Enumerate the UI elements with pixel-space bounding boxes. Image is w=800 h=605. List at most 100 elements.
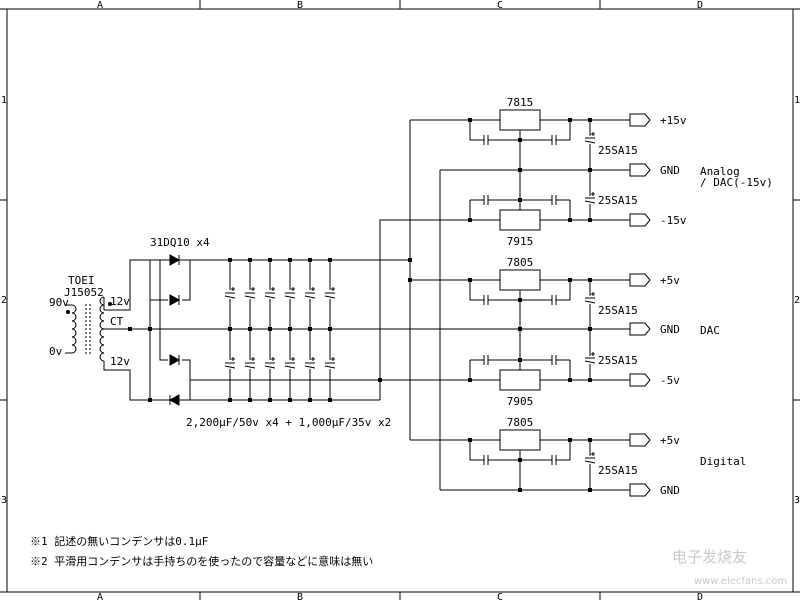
input-cap-7805-digital bbox=[478, 455, 494, 465]
regulator-label-7805-dac: 7805 bbox=[507, 256, 534, 269]
frame-col-d-top: D bbox=[697, 0, 703, 11]
regulator-7815 bbox=[499, 109, 541, 131]
output-electrolytic-cap-4 bbox=[584, 352, 596, 364]
output-connector-2 bbox=[629, 163, 651, 177]
output-connector-1 bbox=[629, 113, 651, 127]
frame-col-c-top: C bbox=[497, 0, 503, 11]
regulator-7805-digital bbox=[499, 429, 541, 451]
regulator-label-7915: 7915 bbox=[507, 235, 534, 248]
note-1: ※1 記述の無いコンデンサは0.1μF bbox=[30, 534, 208, 548]
output-label-plus5v-dac: +5v bbox=[660, 274, 680, 287]
smoothing-cap-lower-3 bbox=[264, 357, 276, 369]
diode-d2 bbox=[169, 294, 181, 306]
frame-col-b-bottom: B bbox=[297, 592, 303, 600]
diode-d1 bbox=[160, 254, 190, 266]
output-label-minus5v: -5v bbox=[660, 374, 680, 387]
smoothing-cap-upper-1 bbox=[224, 287, 236, 299]
smoothing-cap-upper-5 bbox=[304, 287, 316, 299]
output-ceramic-cap-7805-digital bbox=[546, 455, 562, 465]
regulator-7905 bbox=[499, 369, 541, 391]
diode-d4 bbox=[168, 394, 190, 406]
output-connector-5 bbox=[629, 322, 651, 336]
regulator-label-7815: 7815 bbox=[507, 96, 534, 109]
output-ceramic-cap-7805-dac bbox=[546, 295, 562, 305]
regulator-section-7815 bbox=[468, 109, 630, 172]
transformer-model: J15052 bbox=[64, 286, 104, 299]
output-electrolytic-cap-1 bbox=[584, 132, 596, 144]
output-ceramic-cap-7905 bbox=[546, 355, 562, 365]
frame-row-3-left: 3 bbox=[1, 495, 7, 506]
input-cap-7915 bbox=[478, 195, 494, 205]
frame-row-2-left: 2 bbox=[1, 295, 7, 306]
regulator-7915 bbox=[499, 209, 541, 231]
output-label-gnd-digital: GND bbox=[660, 484, 680, 497]
frame-row-2-right: 2 bbox=[794, 295, 800, 306]
frame-col-d-bottom: D bbox=[697, 592, 703, 600]
transformer-secondary-bottom: 12v bbox=[110, 355, 130, 368]
group-label-dac: DAC bbox=[700, 324, 720, 337]
smoothing-cap-lower-1 bbox=[224, 357, 236, 369]
rail-bus-wiring bbox=[379, 119, 630, 491]
output-ceramic-cap-7815 bbox=[546, 135, 562, 145]
note-2: ※2 平滑用コンデンサは手持ちのを使ったので容量などに意味は無い bbox=[30, 554, 373, 568]
output-cap-label-2: 25SA15 bbox=[598, 194, 638, 207]
smoothing-cap-upper-3 bbox=[264, 287, 276, 299]
frame-col-a-top: A bbox=[97, 0, 103, 11]
smoothing-cap-lower-5 bbox=[304, 357, 316, 369]
smoothing-cap-upper-4 bbox=[284, 287, 296, 299]
frame-col-b-top: B bbox=[297, 0, 303, 11]
smoothing-cap-lower-4 bbox=[284, 357, 296, 369]
regulator-section-7805-dac bbox=[468, 269, 630, 331]
output-cap-label-3: 25SA15 bbox=[598, 304, 638, 317]
transformer-primary-low: 0v bbox=[49, 345, 63, 358]
regulator-7805-dac bbox=[499, 269, 541, 291]
smoothing-cap-upper-2 bbox=[244, 287, 256, 299]
input-cap-7905 bbox=[478, 355, 494, 365]
watermark-sub: www.elecfans.com bbox=[694, 576, 787, 587]
output-cap-label-5: 25SA15 bbox=[598, 464, 638, 477]
rectifier-label: 31DQ10 x4 bbox=[150, 236, 210, 249]
output-label-plus15v: +15v bbox=[660, 114, 687, 127]
regulator-section-7915 bbox=[468, 168, 630, 231]
output-electrolytic-cap-2 bbox=[584, 192, 596, 204]
output-connector-7 bbox=[629, 433, 651, 447]
group-label-digital: Digital bbox=[700, 455, 746, 468]
frame-row-1-right: 1 bbox=[794, 95, 800, 106]
regulator-section-7905 bbox=[468, 327, 630, 391]
output-connectors bbox=[629, 113, 651, 497]
input-cap-7805-dac bbox=[478, 295, 494, 305]
input-cap-7815 bbox=[478, 135, 494, 145]
output-connector-8 bbox=[629, 483, 651, 497]
output-cap-label-4: 25SA15 bbox=[598, 354, 638, 367]
regulator-label-7805-digital: 7805 bbox=[507, 416, 534, 429]
transformer-primary-high: 90v bbox=[49, 296, 69, 309]
regulator-section-7805-digital bbox=[468, 429, 630, 492]
output-electrolytic-cap-3 bbox=[584, 292, 596, 304]
regulator-sections bbox=[468, 109, 630, 492]
output-connector-6 bbox=[629, 373, 651, 387]
watermark: 电子发烧友 www.elecfans.com bbox=[672, 548, 787, 587]
output-ceramic-cap-7915 bbox=[546, 195, 562, 205]
regulator-label-7905: 7905 bbox=[507, 395, 534, 408]
transformer-secondary-top: 12v bbox=[110, 295, 130, 308]
smoothing-cap-lower-2 bbox=[244, 357, 256, 369]
output-electrolytic-cap-5 bbox=[584, 452, 596, 464]
output-connector-4 bbox=[629, 273, 651, 287]
output-label-minus15v: -15v bbox=[660, 214, 687, 227]
watermark-main: 电子发烧友 bbox=[672, 548, 747, 566]
group-label-analog-dac: / DAC(-15v) bbox=[700, 176, 773, 189]
output-cap-label-1: 25SA15 bbox=[598, 144, 638, 157]
transformer-maker: TOEI bbox=[68, 274, 95, 287]
output-label-gnd-analog: GND bbox=[660, 164, 680, 177]
frame-row-1-left: 1 bbox=[1, 95, 7, 106]
group-label-analog: Analog bbox=[700, 165, 740, 178]
output-label-gnd-dac: GND bbox=[660, 323, 680, 336]
output-label-plus5v-digital: +5v bbox=[660, 434, 680, 447]
smoothing-cap-lower-6 bbox=[324, 357, 336, 369]
frame-col-a-bottom: A bbox=[97, 592, 103, 600]
smoothing-cap-upper-6 bbox=[324, 287, 336, 299]
output-connector-3 bbox=[629, 213, 651, 227]
